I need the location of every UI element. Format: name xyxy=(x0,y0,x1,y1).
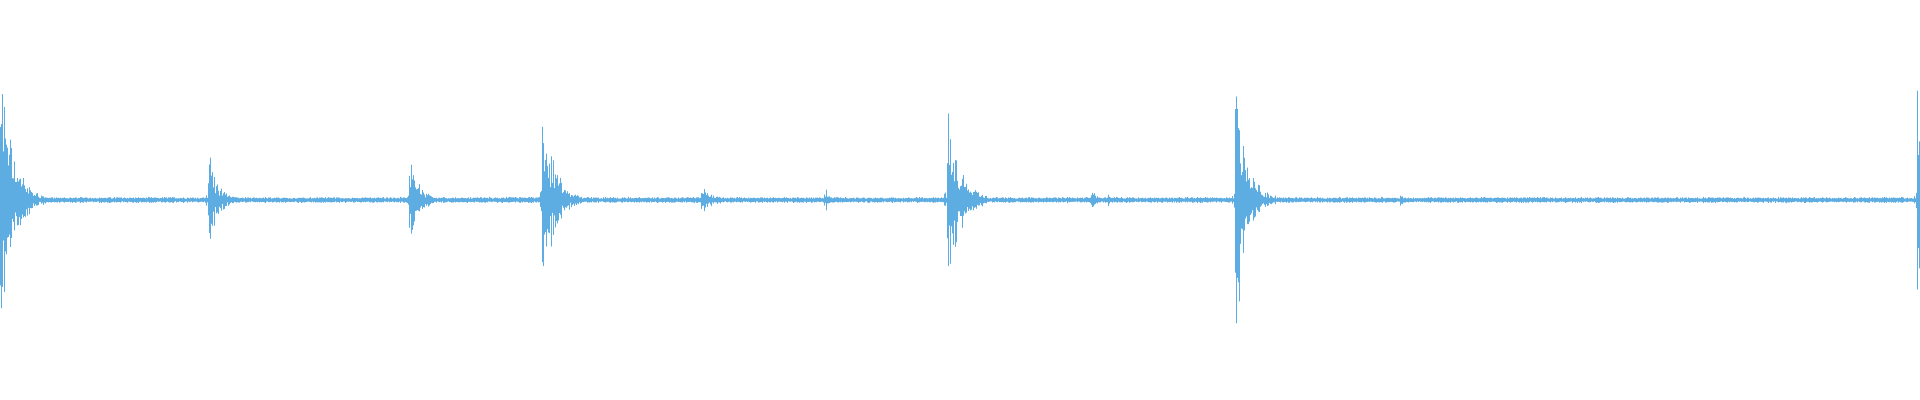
waveform-bars xyxy=(0,90,1920,324)
